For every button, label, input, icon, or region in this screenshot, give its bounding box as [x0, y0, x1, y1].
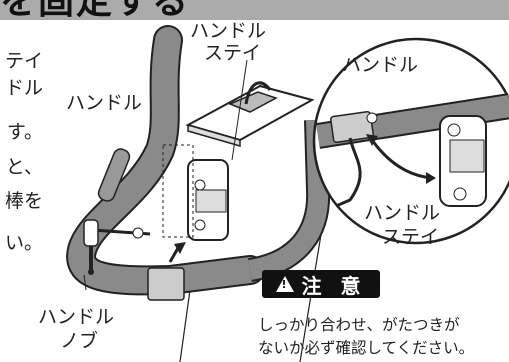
instruction-line-2: ドル [4, 77, 43, 99]
caution-line-1: しっかり合わせ、がたつきが [258, 316, 460, 334]
label-zoom-handle: ハンドル [342, 54, 419, 76]
caution-title: 注 意 [301, 273, 367, 298]
section-title: を固定する [0, 0, 190, 20]
label-knob-2: ノブ [60, 330, 99, 352]
instruction-line-3: す。 [6, 121, 43, 143]
caution-badge: ! 注 意 [262, 270, 380, 298]
stay-mount-plate [185, 84, 315, 147]
label-knob-1: ハンドル [38, 306, 115, 328]
section-header-bar: を固定する [0, 0, 509, 20]
stay-clamp [187, 159, 229, 241]
zoom-detail-circle [312, 37, 509, 245]
instruction-line-4: と、 [5, 156, 43, 178]
label-handle-stay-top-2: ステイ [204, 42, 262, 64]
label-zoom-stay-2: ステイ [382, 226, 440, 248]
label-handle-stay-top-1: ハンドル [190, 20, 267, 42]
handle-knob [83, 219, 151, 275]
warning-triangle-icon: ! [275, 276, 294, 292]
caution-text: しっかり合わせ、がたつきが ないか必ず確認してください。 [258, 314, 474, 360]
caution-line-2: ないか必ず確認してください。 [258, 339, 475, 357]
instruction-line-1: テイ [4, 50, 43, 72]
instruction-line-5: 棒を [4, 190, 43, 212]
instruction-line-6: い。 [4, 232, 43, 254]
label-zoom-stay-1: ハンドル [364, 202, 441, 224]
label-handle: ハンドル [66, 92, 143, 114]
